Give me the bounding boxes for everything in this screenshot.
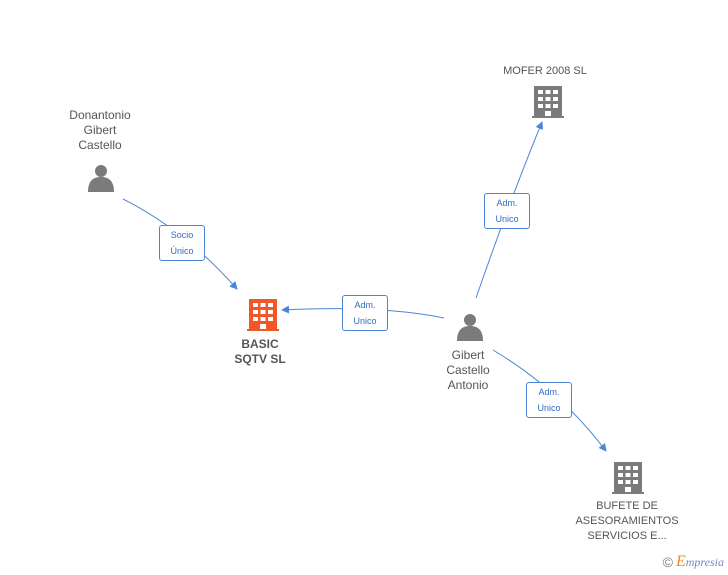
building-icon[interactable] — [612, 462, 644, 494]
edge-label-socio-unico: Socio Único — [159, 225, 205, 261]
edge-label-line: Unico — [537, 403, 561, 413]
edge-label-adm-unico: Adm. Unico — [484, 193, 530, 229]
person-icon[interactable] — [88, 165, 114, 192]
node-label-line: Castello — [78, 138, 122, 152]
node-label-line: Gibert — [83, 123, 117, 137]
node-label-line: SERVICIOS E... — [587, 530, 667, 542]
node-label-donantonio[interactable]: Donantonio Gibert Castello — [50, 108, 150, 153]
edge-label-adm-unico: Adm. Unico — [526, 382, 572, 418]
edge-label-adm-unico: Adm. Unico — [342, 295, 388, 331]
building-icon[interactable] — [532, 86, 564, 118]
edge-label-line: Único — [170, 246, 194, 256]
brand-logo-text: mpresia — [685, 554, 724, 569]
node-label-gibert[interactable]: Gibert Castello Antonio — [418, 348, 518, 393]
building-icon[interactable] — [247, 299, 279, 331]
node-label-line: SQTV SL — [234, 352, 286, 366]
edge-label-line: Unico — [495, 214, 519, 224]
node-label-line: BUFETE DE — [596, 500, 658, 512]
edge-label-line: Adm. — [496, 198, 518, 208]
person-icon[interactable] — [457, 314, 483, 341]
node-label-mofer[interactable]: MOFER 2008 SL — [485, 64, 605, 79]
node-label-line: Castello — [446, 363, 490, 377]
copyright-icon: © — [662, 554, 673, 570]
brand-logo-initial: E — [675, 553, 686, 570]
edge-label-line: Adm. — [538, 387, 560, 397]
edge-label-line: Unico — [353, 316, 377, 326]
edge-label-line: Adm. — [354, 300, 376, 310]
node-label-line: BASIC — [241, 337, 279, 351]
node-label-line: MOFER 2008 SL — [503, 65, 587, 77]
node-label-line: ASESORAMIENTOS — [575, 515, 679, 527]
node-label-line: Donantonio — [69, 108, 131, 122]
node-label-line: Antonio — [447, 378, 489, 392]
edge-label-line: Socio — [170, 230, 194, 240]
node-label-line: Gibert — [451, 348, 485, 362]
node-label-basic[interactable]: BASIC SQTV SL — [210, 337, 310, 367]
node-label-bufete[interactable]: BUFETE DE ASESORAMIENTOS SERVICIOS E... — [562, 499, 692, 544]
